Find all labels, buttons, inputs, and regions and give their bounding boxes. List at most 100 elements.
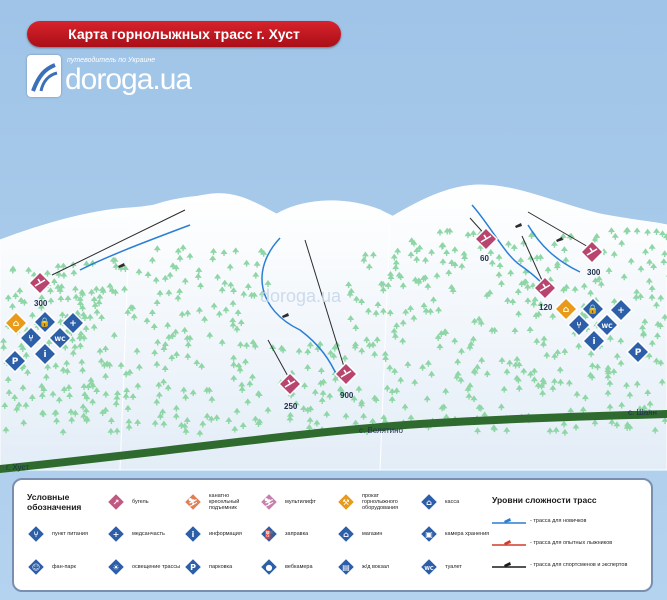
- info-icon: i: [184, 525, 202, 543]
- info-icon: i: [592, 337, 595, 347]
- svg-text:⛷: ⛷: [264, 497, 274, 507]
- lift-capacity-center-left: 250: [284, 402, 298, 411]
- legend-label: касса: [445, 499, 460, 505]
- map-first-aid-sign[interactable]: +: [60, 310, 86, 336]
- first-aid-icon: +: [107, 525, 125, 543]
- railway-station-icon: ▤: [337, 558, 355, 576]
- lift-capacity-right-far: 300: [587, 268, 601, 277]
- toilet-icon: WC: [601, 323, 613, 330]
- map-title: Карта горнолыжных трасс г. Хуст: [27, 21, 341, 47]
- svg-text:▤: ▤: [342, 563, 350, 572]
- map-first-aid-sign[interactable]: +: [608, 297, 634, 323]
- legend-item-t-bar-lift: ↗ бугель: [107, 492, 149, 512]
- legend-label: бугель: [132, 499, 149, 505]
- info-icon: i: [43, 350, 46, 360]
- legend-label: парковка: [209, 564, 233, 570]
- road: [0, 410, 667, 473]
- run-left: [79, 224, 191, 271]
- home-icon: ⌂: [13, 319, 20, 329]
- legend-item-shop: ⌂ магазин: [337, 524, 382, 544]
- gas-station-icon: ⛽: [260, 525, 278, 543]
- legend-item-ticket-office: ⌂ касса: [420, 492, 459, 512]
- legend-label: туалет: [445, 564, 462, 570]
- map-toilet-sign[interactable]: WC: [594, 312, 620, 338]
- legend-label: мультилифт: [285, 499, 316, 505]
- svg-text:+: +: [113, 530, 120, 539]
- map-food-sign[interactable]: ⑂: [566, 312, 592, 338]
- svg-text:⑂: ⑂: [34, 530, 39, 539]
- svg-text:⛷: ⛷: [188, 497, 198, 507]
- svg-text:☺: ☺: [32, 563, 40, 572]
- svg-text:●: ●: [266, 563, 273, 572]
- legend-item-first-aid: +медсанчасть: [107, 524, 165, 544]
- village-shayan-label: с. Шаян: [628, 408, 657, 417]
- equipment-rental-icon: ⚒: [337, 493, 355, 511]
- ticket-office-icon: ⌂: [420, 493, 438, 511]
- lift-sign-right-far[interactable]: [579, 239, 605, 265]
- map-parking-sign[interactable]: P: [2, 348, 28, 374]
- legend-item-toilet: WC туалет: [420, 557, 462, 577]
- difficulty-level-label: - трасса для новичков: [530, 518, 587, 524]
- t-bar-lift-icon: ↗: [107, 493, 125, 511]
- map-home-sign[interactable]: ⌂: [3, 310, 29, 336]
- svg-text:WC: WC: [424, 566, 434, 572]
- multilift-icon: ⛷: [260, 493, 278, 511]
- webcam-icon: ●: [260, 558, 278, 576]
- map-lock-sign[interactable]: 🔒: [32, 309, 58, 335]
- first-aid-icon: +: [617, 306, 625, 316]
- legend-item-equipment-rental: ⚒прокат горнолыжного оборудования: [337, 492, 412, 512]
- lift-capacity-center-right: 900: [340, 391, 354, 400]
- lift-sign-right-mid[interactable]: [532, 275, 558, 301]
- food-icon: ⑂: [28, 334, 33, 344]
- map-food-sign[interactable]: ⑂: [18, 325, 44, 351]
- run-line-icon: [492, 562, 526, 568]
- home-icon: ⌂: [563, 305, 570, 315]
- lift-capacity-right-mid: 120: [539, 303, 553, 312]
- map-parking-sign[interactable]: P: [625, 339, 651, 365]
- map-toilet-sign[interactable]: WC: [47, 325, 73, 351]
- difficulty-level-label: - трасса для спортсменов и экспертов: [530, 562, 628, 568]
- logo-emblem-icon: [27, 55, 61, 97]
- legend-label: информация: [209, 531, 242, 537]
- chairlift-icon: ⛷: [184, 493, 202, 511]
- lift-sign-center-left[interactable]: [277, 371, 303, 397]
- parking-icon: P: [12, 357, 19, 367]
- food-icon: ⑂: [576, 321, 581, 331]
- legend-label: фан-парк: [52, 564, 76, 570]
- legend-label: ж/д вокзал: [362, 564, 390, 570]
- first-aid-icon: +: [69, 319, 77, 329]
- svg-text:⌂: ⌂: [426, 498, 432, 507]
- food-icon: ⑂: [27, 525, 45, 543]
- lift-sign-left[interactable]: [27, 270, 53, 296]
- legend-item-fun-park: ☺ фан-парк: [27, 557, 76, 577]
- lift-capacity-left: 300: [34, 299, 48, 308]
- legend-item-food: ⑂пункт питания: [27, 524, 88, 544]
- skier-icon: [284, 379, 296, 388]
- map-info-sign[interactable]: i: [581, 328, 607, 354]
- svg-text:⚒: ⚒: [342, 498, 349, 507]
- skier-icon: [480, 234, 492, 243]
- skier-icons: [118, 223, 563, 318]
- lift-signs: [27, 226, 605, 397]
- toilet-icon: WC: [420, 558, 438, 576]
- parking-icon: P: [635, 348, 642, 358]
- shop-icon: ⌂: [337, 525, 355, 543]
- svg-text:☀: ☀: [112, 563, 119, 572]
- lift-sign-right-top[interactable]: [473, 226, 499, 252]
- svg-text:P: P: [190, 563, 196, 572]
- difficulty-level-2: - трасса для опытных лыжников: [492, 536, 642, 550]
- legend-item-railway-station: ▤ ж/д вокзал: [337, 557, 389, 577]
- lift-sign-center-right[interactable]: [333, 361, 359, 387]
- svg-text:⛽: ⛽: [264, 529, 274, 539]
- run-line-icon: [492, 540, 526, 546]
- luggage-storage-icon: ▣: [420, 525, 438, 543]
- map-home-sign[interactable]: ⌂: [553, 296, 579, 322]
- legend-label: магазин: [362, 531, 383, 537]
- map-lock-sign[interactable]: 🔒: [580, 296, 606, 322]
- run-right-2: [527, 224, 581, 273]
- map-info-sign[interactable]: i: [32, 341, 58, 367]
- run-line-icon: [492, 518, 526, 524]
- legend-item-chairlift: ⛷канатно кресельный подъемник: [184, 492, 259, 512]
- skier-icon: [586, 247, 598, 256]
